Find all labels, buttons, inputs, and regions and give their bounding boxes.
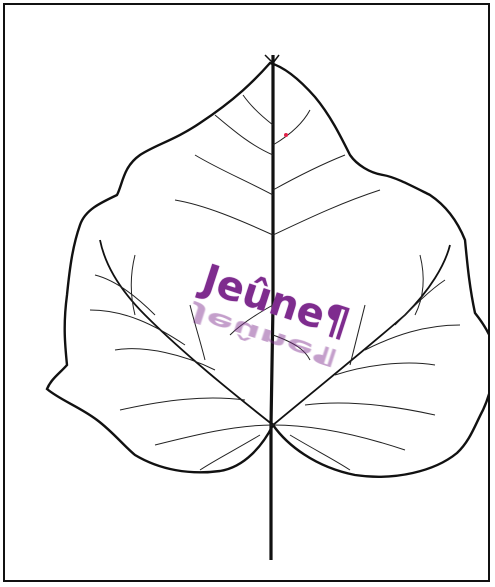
leaf-vein: [200, 435, 260, 470]
leaf-vein: [305, 403, 435, 415]
leaf-vein: [290, 435, 350, 470]
leaf-vein: [115, 349, 215, 370]
leaf-vein: [273, 155, 345, 190]
red-dot-mark: [284, 133, 288, 137]
leaf-vein: [243, 95, 273, 125]
leaf-vein: [273, 110, 310, 145]
leaf-outline: [47, 63, 490, 477]
leaf-vein: [155, 425, 273, 445]
image-frame: Jeûne¶ Jeûne¶: [3, 3, 490, 582]
leaf-vein: [120, 398, 245, 410]
leaf-vein: [175, 200, 273, 235]
leaf-vein: [215, 115, 273, 155]
leaf-vein: [195, 155, 273, 195]
leaf-vein: [95, 275, 155, 315]
leaf-vein: [415, 255, 423, 315]
leaf-vein: [273, 190, 380, 235]
leaf-vein: [131, 255, 135, 315]
